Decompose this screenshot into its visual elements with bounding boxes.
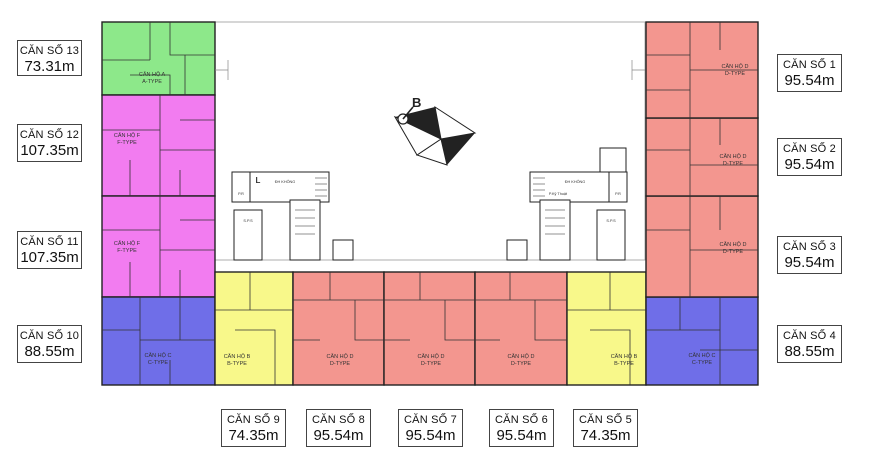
unit-blocks — [101, 21, 759, 386]
callout-unit-13[interactable]: CĂN SỐ 13 73.31m — [17, 40, 82, 76]
callout-unit-11-area: 107.35m — [20, 249, 79, 266]
core-left — [231, 171, 354, 261]
unit-2-block[interactable] — [645, 117, 759, 197]
callout-unit-4-area: 88.55m — [784, 343, 835, 360]
unit-1-name: CĂN HỘ D — [722, 63, 749, 70]
compass-letter: B — [412, 95, 421, 110]
callout-unit-5-title: CĂN SỐ 5 — [579, 414, 632, 426]
callout-unit-3[interactable]: CĂN SỐ 3 95.54m — [777, 236, 842, 274]
callout-unit-2-area: 95.54m — [784, 156, 835, 173]
callout-unit-10[interactable]: CĂN SỐ 10 88.55m — [17, 325, 82, 363]
callout-unit-12-area: 107.35m — [20, 142, 79, 159]
callout-unit-1[interactable]: CĂN SỐ 1 95.54m — [777, 54, 842, 92]
callout-unit-8[interactable]: CĂN SỐ 8 95.54m — [306, 409, 371, 447]
callout-unit-2-title: CĂN SỐ 2 — [783, 143, 836, 155]
callout-unit-6-area: 95.54m — [496, 427, 547, 444]
unit-labels: CĂN HỘ A A-TYPE CĂN HỘ F F-TYPE CĂN HỘ F… — [114, 63, 749, 367]
unit-13-type: A-TYPE — [142, 79, 162, 85]
compass-icon — [393, 105, 477, 166]
unit-9-name: CĂN HỘ B — [224, 353, 251, 360]
unit-6-type: D-TYPE — [511, 361, 532, 367]
unit-7-block[interactable] — [383, 271, 476, 386]
unit-2-name: CĂN HỘ D — [720, 153, 747, 160]
callout-unit-4-title: CĂN SỐ 4 — [783, 330, 836, 342]
core-left-shaft-label: P.R — [238, 192, 244, 196]
unit-7-name: CĂN HỘ D — [418, 353, 445, 360]
callout-unit-4[interactable]: CĂN SỐ 4 88.55m — [777, 325, 842, 363]
callout-unit-10-title: CĂN SỐ 10 — [19, 330, 80, 342]
callout-unit-11-title: CĂN SỐ 11 — [20, 236, 79, 248]
callout-unit-13-title: CĂN SỐ 13 — [19, 45, 80, 57]
callout-unit-9-area: 74.35m — [228, 427, 279, 444]
unit-11-type: F-TYPE — [117, 248, 137, 254]
unit-5-block[interactable] — [566, 271, 647, 386]
core-left-stair-label: L — [256, 176, 261, 185]
callout-unit-12-title: CĂN SỐ 12 — [19, 129, 80, 141]
callout-unit-7-title: CĂN SỐ 7 — [404, 414, 457, 426]
unit-12-block[interactable] — [101, 94, 216, 197]
core-right-hall-label: ĐH KHÔNG — [565, 179, 586, 184]
callout-unit-6-title: CĂN SỐ 6 — [495, 414, 548, 426]
callout-unit-7-area: 95.54m — [405, 427, 456, 444]
core-right — [506, 147, 628, 261]
core-right-lobby-label: S.P.S — [606, 219, 616, 223]
unit-6-block[interactable] — [474, 271, 568, 386]
unit-10-type: C-TYPE — [148, 360, 169, 366]
callout-unit-5[interactable]: CĂN SỐ 5 74.35m — [573, 409, 638, 447]
unit-6-name: CĂN HỘ D — [508, 353, 535, 360]
unit-3-name: CĂN HỘ D — [720, 241, 747, 248]
callout-unit-1-area: 95.54m — [784, 72, 835, 89]
callout-unit-3-title: CĂN SỐ 3 — [783, 241, 836, 253]
callout-unit-1-title: CĂN SỐ 1 — [783, 59, 836, 71]
unit-8-name: CĂN HỘ D — [327, 353, 354, 360]
unit-7-type: D-TYPE — [421, 361, 442, 367]
callout-unit-6[interactable]: CĂN SỐ 6 95.54m — [489, 409, 554, 447]
unit-5-name: CĂN HỘ B — [611, 353, 638, 360]
unit-2-type: D-TYPE — [723, 161, 744, 167]
unit-4-block[interactable] — [645, 296, 759, 386]
callout-unit-5-area: 74.35m — [580, 427, 631, 444]
unit-8-block[interactable] — [292, 271, 385, 386]
core-left-lobby-label: S.P.S — [243, 219, 253, 223]
unit-11-name: CĂN HỘ F — [114, 240, 141, 247]
callout-unit-12[interactable]: CĂN SỐ 12 107.35m — [17, 124, 82, 162]
unit-4-name: CĂN HỘ C — [689, 352, 716, 359]
callout-unit-7[interactable]: CĂN SỐ 7 95.54m — [398, 409, 463, 447]
unit-1-type: D-TYPE — [725, 71, 746, 77]
unit-9-block[interactable] — [214, 271, 294, 386]
callout-unit-2[interactable]: CĂN SỐ 2 95.54m — [777, 138, 842, 176]
unit-5-type: B-TYPE — [614, 361, 634, 367]
interior-walls — [102, 22, 758, 385]
callout-unit-9[interactable]: CĂN SỐ 9 74.35m — [221, 409, 286, 447]
callout-unit-8-area: 95.54m — [313, 427, 364, 444]
connectors — [215, 60, 645, 80]
core-right-shaft-label: P.R — [615, 192, 621, 196]
unit-9-type: B-TYPE — [227, 361, 247, 367]
core-left-hall-label: ĐH KHÔNG — [275, 179, 296, 184]
unit-12-name: CĂN HỘ F — [114, 132, 141, 139]
unit-4-type: C-TYPE — [692, 360, 713, 366]
callout-unit-9-title: CĂN SỐ 9 — [227, 414, 280, 426]
callout-unit-11[interactable]: CĂN SỐ 11 107.35m — [17, 231, 82, 269]
unit-11-block[interactable] — [101, 195, 216, 298]
unit-12-type: F-TYPE — [117, 140, 137, 146]
unit-10-name: CĂN HỘ C — [145, 352, 172, 359]
callout-unit-10-area: 88.55m — [24, 343, 75, 360]
unit-10-block[interactable] — [101, 296, 216, 386]
unit-3-block[interactable] — [645, 195, 759, 298]
unit-8-type: D-TYPE — [330, 361, 351, 367]
unit-3-type: D-TYPE — [723, 249, 744, 255]
callout-unit-8-title: CĂN SỐ 8 — [312, 414, 365, 426]
unit-13-name: CĂN HỘ A — [139, 71, 166, 78]
core-right-note-label: P.Kỹ Thuật — [549, 192, 568, 196]
callout-unit-3-area: 95.54m — [784, 254, 835, 271]
unit-13-block[interactable] — [101, 21, 216, 96]
callout-unit-13-area: 73.31m — [24, 58, 75, 75]
